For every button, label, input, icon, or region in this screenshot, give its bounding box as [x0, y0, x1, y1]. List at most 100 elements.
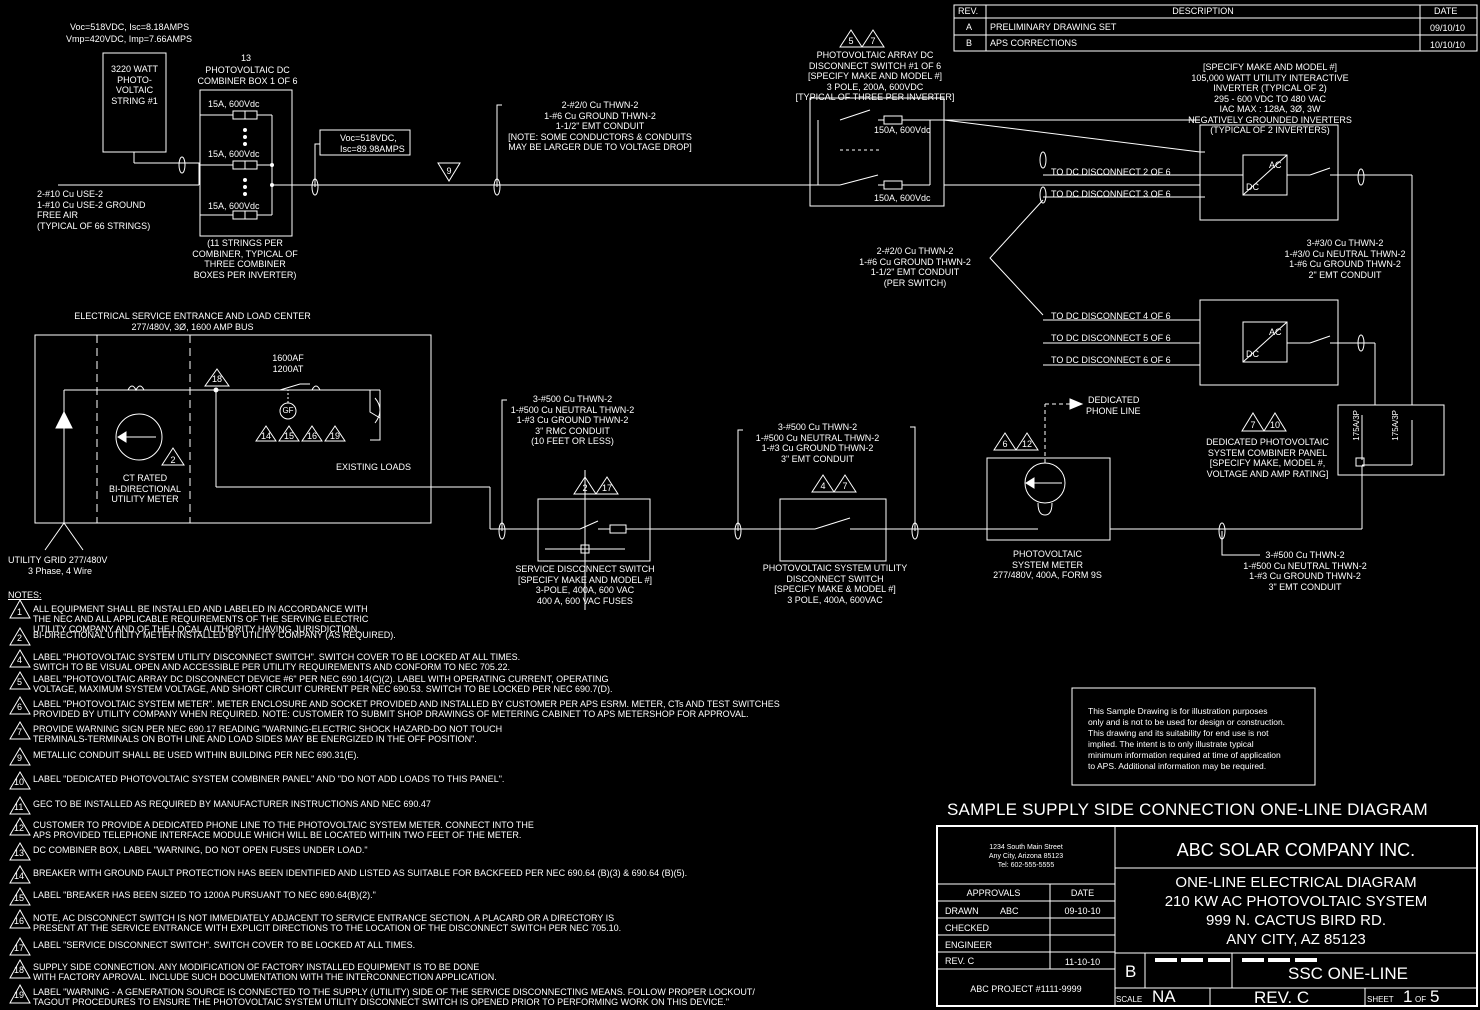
drawn-date: 09-10-10: [1064, 906, 1101, 916]
note-line: LABEL "WARNING - A GENERATION SOURCE IS …: [33, 987, 755, 997]
note-line: CUSTOMER TO PROVIDE A DEDICATED PHONE LI…: [33, 820, 534, 830]
engineer-label: ENGINEER: [945, 940, 993, 950]
scale-value: NA: [1152, 987, 1176, 1006]
drawing-title: SSC ONE-LINE: [1288, 964, 1408, 983]
note-line: LABEL "SERVICE DISCONNECT SWITCH". SWITC…: [33, 940, 416, 950]
checked-label: CHECKED: [945, 923, 990, 933]
note-line: WITH FACTORY APROVAL. INCLUDE SUCH DOCUM…: [33, 972, 497, 982]
pv-disc-tag-4: 4: [820, 481, 826, 491]
meter-tag-6: 6: [1002, 439, 1008, 449]
note-line: LABEL "DEDICATED PHOTOVOLTAIC SYSTEM COM…: [33, 774, 505, 784]
disclaimer-text: This Sample Drawing is for illustration …: [1088, 706, 1286, 771]
sheet-total: 5: [1430, 987, 1440, 1006]
string-spec-1: Voc=518VDC, Isc=8.18AMPS: [70, 22, 190, 32]
note-line: PROVIDED BY UTILITY COMPANY WHEN REQUIRE…: [33, 709, 749, 719]
combiner-output: Voc=518VDC,Isc=89.98AMPS: [340, 133, 405, 154]
pv-meter-box: [986, 457, 1111, 541]
inv2-ac: AC: [1269, 327, 1282, 337]
panel-breaker-1: 175A/3P: [1352, 410, 1361, 441]
string-spec-2: Vmp=420VDC, Imp=7.66AMPS: [66, 34, 193, 44]
note-line: PROVIDE WARNING SIGN PER NEC 690.17 READ…: [33, 724, 503, 734]
tag-18: 18: [211, 374, 222, 384]
disclaimer-box: [1071, 687, 1316, 786]
rev-b: B: [966, 38, 973, 48]
note-line: VOLTAGE, MAXIMUM SYSTEM VOLTAGE, AND SHO…: [33, 684, 613, 694]
note-number: 4: [17, 655, 23, 665]
note-number: 6: [17, 702, 23, 712]
sheet-title: SAMPLE SUPPLY SIDE CONNECTION ONE-LINE D…: [947, 800, 1428, 819]
rev-b-desc: APS CORRECTIONS: [990, 38, 1078, 48]
svc-disc-tag-17: 17: [601, 483, 612, 493]
note-line: ALL EQUIPMENT SHALL BE INSTALLED AND LAB…: [33, 604, 368, 614]
dc-disc-tag-5: 5: [848, 36, 854, 46]
service-disconnect-box: [537, 498, 651, 562]
inv1-dc: DC: [1246, 182, 1259, 192]
sheet-size: B: [1125, 962, 1137, 981]
note-line: LABEL "PHOTOVOLTAIC ARRAY DC DISCONNECT …: [33, 674, 609, 684]
note-line: METALLIC CONDUIT SHALL BE USED WITHIN BU…: [33, 750, 359, 760]
inv1-ac: AC: [1269, 160, 1282, 170]
note-number: 19: [14, 990, 25, 1000]
combiner-box: [199, 89, 293, 237]
panel-tag-7: 7: [1250, 420, 1256, 430]
notes-header: NOTES:: [8, 590, 42, 600]
meter-tag-12: 12: [1021, 439, 1032, 449]
revision-value: REV. C: [1254, 988, 1310, 1007]
dc-feed-6: TO DC DISCONNECT 6 OF 6: [1051, 355, 1171, 365]
note-line: APS PROVIDED TELEPHONE INTERFACE MODULE …: [33, 830, 522, 840]
rev-a-desc: PRELIMINARY DRAWING SET: [990, 22, 1117, 32]
dc-feed-5: TO DC DISCONNECT 5 OF 6: [1051, 333, 1171, 343]
note-line: GEC TO BE INSTALLED AS REQUIRED BY MANUF…: [33, 799, 431, 809]
note-number: 17: [14, 943, 25, 953]
note-line: NOTE, AC DISCONNECT SWITCH IS NOT IMMEDI…: [33, 913, 615, 923]
dc-feed-3: TO DC DISCONNECT 3 OF 6: [1051, 189, 1171, 199]
dc-disc-tag-7: 7: [870, 36, 876, 46]
scale-label: SCALE: [1116, 995, 1143, 1004]
rev-a-date: 09/10/10: [1430, 23, 1466, 33]
note-number: 5: [17, 677, 23, 687]
rev-header-desc: DESCRIPTION: [1172, 6, 1234, 16]
tag-15: 15: [283, 431, 294, 441]
note-line: LABEL "BREAKER HAS BEEN SIZED TO 1200A P…: [33, 890, 376, 900]
company-name: ABC SOLAR COMPANY INC.: [1176, 840, 1416, 860]
combiner-fuse-3: 15A, 600Vdc: [208, 201, 260, 211]
note-line: TAGOUT PROCEDURES TO ENSURE THE PHOTOVOL…: [33, 997, 730, 1007]
note-number: 12: [14, 823, 25, 833]
approvals-label: APPROVALS: [966, 888, 1021, 898]
note-number: 7: [17, 727, 23, 737]
note-number: 2: [17, 633, 23, 643]
dc-fuse-1: 150A, 600Vdc: [874, 125, 931, 135]
rev-header-date: DATE: [1434, 6, 1458, 16]
sheet-of: OF: [1415, 995, 1427, 1004]
dc-feed-2: TO DC DISCONNECT 2 OF 6: [1051, 167, 1171, 177]
tag-14: 14: [260, 431, 271, 441]
note-line: LABEL "PHOTOVOLTAIC SYSTEM METER". METER…: [33, 699, 780, 709]
tag-19: 19: [329, 431, 340, 441]
drawn-label: DRAWN: [945, 906, 979, 916]
panel-tag-10: 10: [1269, 420, 1280, 430]
inv2-dc: DC: [1246, 349, 1259, 359]
combiner-panel: [1337, 404, 1445, 476]
dc-feed-4: TO DC DISCONNECT 4 OF 6: [1051, 311, 1171, 321]
note-number: 1: [17, 607, 23, 617]
combiner-output-box: [319, 129, 411, 156]
note-line: BREAKER WITH GROUND FAULT PROTECTION HAS…: [33, 868, 688, 878]
rev-date: 11-10-10: [1064, 957, 1101, 967]
